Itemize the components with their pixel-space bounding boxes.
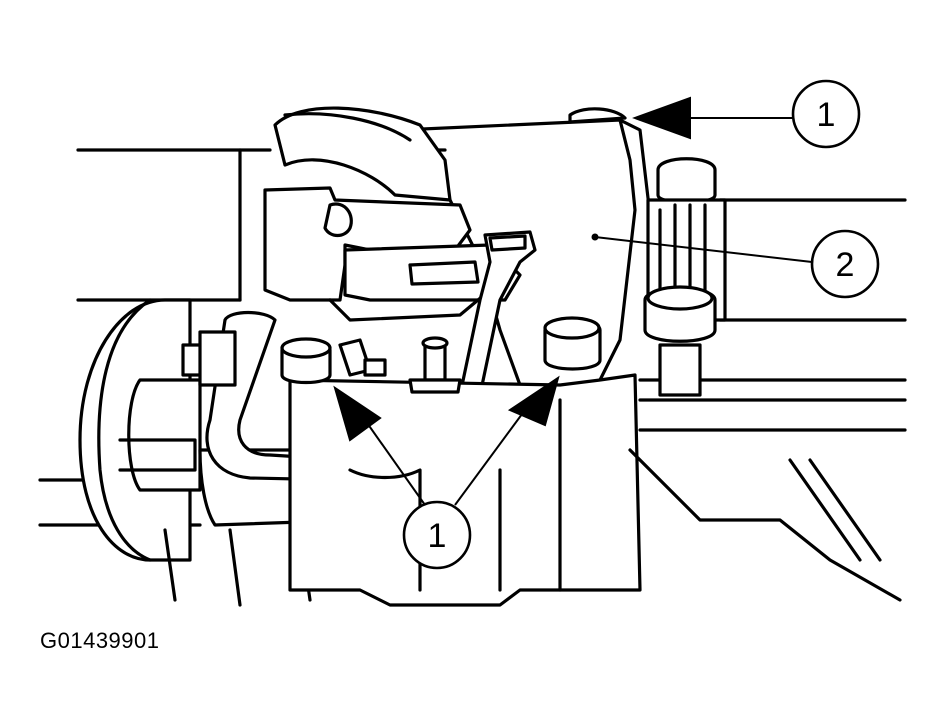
left-fitting [181,330,237,387]
callout-label: 1 [817,96,836,134]
side-fitting [338,338,387,377]
callout-label: 2 [836,246,855,284]
arrowhead-bottom-left [333,385,382,442]
figure-id-code: G01439901 [40,628,160,653]
callout-1-bottom: 1 [402,500,472,570]
electrical-connector [263,186,522,322]
retaining-clip [458,230,537,397]
right-cap [643,157,727,397]
nut-right [543,316,602,371]
center-stud [408,336,462,394]
hose [205,310,352,482]
mounting-base [288,373,902,607]
callout-1-top: 1 [791,79,861,149]
callout-label: 1 [428,517,447,555]
arrowhead-bottom-right [507,375,560,427]
callout-2: 2 [810,229,880,299]
upper-cover [273,106,452,202]
callout-arrows [333,96,813,506]
nut-left [280,337,332,385]
arrowhead-top [632,96,691,140]
pulley [78,298,202,562]
